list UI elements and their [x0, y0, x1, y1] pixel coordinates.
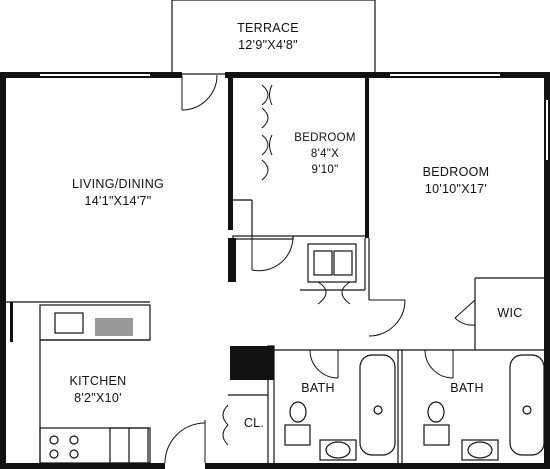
- washer-dryer: [307, 243, 357, 305]
- bedroom-small-dims-1: 8'4"X: [311, 148, 339, 160]
- sink: [325, 441, 351, 459]
- kitchen-label: KITCHEN: [70, 374, 127, 388]
- wall-bottom-left: [0, 463, 165, 469]
- bath-doors: [309, 349, 454, 379]
- bedroom-small-label: BEDROOM: [294, 132, 356, 144]
- toilet: [289, 401, 307, 423]
- dishwasher: [95, 318, 133, 336]
- bathtub: [359, 354, 396, 456]
- bedroom-small-door: [251, 235, 294, 272]
- wall-left: [0, 72, 6, 469]
- wic-label: WIC: [497, 306, 522, 320]
- stove: [49, 435, 79, 459]
- terrace: [171, 0, 376, 75]
- wall-pillar: [228, 238, 236, 282]
- terrace-dims: 12'9"X4'8": [238, 38, 298, 52]
- wall-bedroom-divider: [365, 78, 369, 238]
- front-door: [164, 420, 206, 464]
- wall-right: [544, 72, 550, 469]
- bedroom-large-label: BEDROOM: [423, 165, 490, 179]
- wic-door: [454, 299, 476, 326]
- bedroom-large-door: [368, 299, 406, 337]
- interior-walls: [6, 78, 544, 465]
- terrace-label: TERRACE: [237, 21, 299, 35]
- exterior-walls: [0, 72, 550, 469]
- terrace-door: [181, 74, 218, 111]
- cl-doors: [222, 394, 268, 446]
- wall-center-block: [230, 346, 274, 380]
- wall-bottom-right: [205, 463, 550, 469]
- living-dining-label: LIVING/DINING: [72, 177, 164, 191]
- sink: [467, 441, 493, 459]
- bath-left-fixtures: [284, 354, 396, 461]
- closet-bifold-doors: [261, 84, 273, 181]
- wall-bedroom-small-left: [228, 78, 233, 230]
- wall-bedroom-small-bottom-a: [232, 235, 294, 240]
- bedroom-small-dims-2: 9'10": [312, 164, 339, 176]
- living-dining-dims: 14'1"X14'7": [85, 194, 152, 208]
- wall-kitchen-left: [10, 302, 13, 342]
- bathtub: [509, 354, 545, 456]
- kitchen-counter: [39, 304, 151, 464]
- bedroom-large-dims: 10'10"X17': [425, 182, 487, 196]
- sink: [54, 312, 84, 334]
- bath-right-label: BATH: [450, 381, 484, 395]
- terrace-outline: [171, 0, 376, 75]
- closet-label: CL.: [244, 416, 264, 430]
- wall-bath-left: [267, 345, 275, 465]
- bath-left-label: BATH: [301, 381, 335, 395]
- wall-top-right: [225, 72, 550, 78]
- toilet: [427, 401, 445, 423]
- kitchen-dims: 8'2"X10': [74, 391, 122, 405]
- bath-right-fixtures: [423, 354, 545, 461]
